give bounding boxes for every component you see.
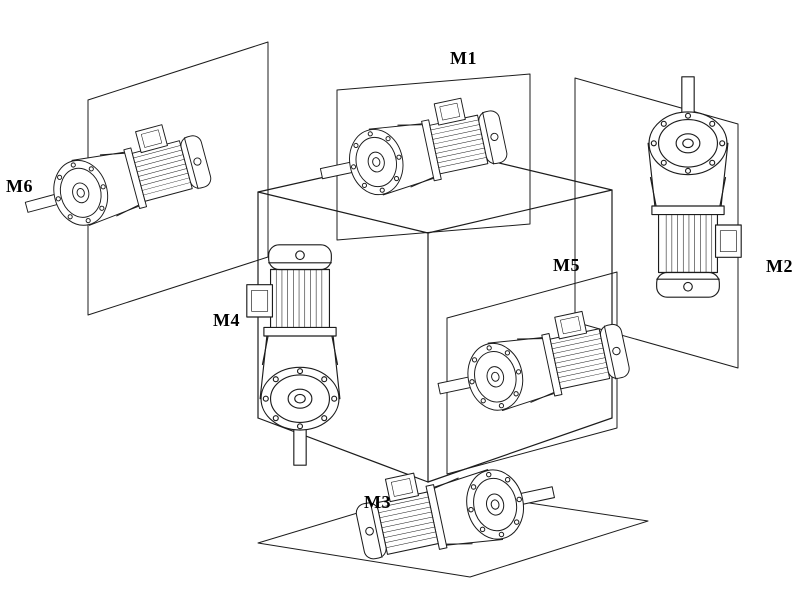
gearmotor-m6-illustration: [14, 115, 216, 241]
gearmotor-m5-illustration: [429, 303, 633, 423]
mounting-plane-m6: [87, 41, 269, 316]
label-m6: M6: [6, 176, 33, 196]
mounting-plane-m5: [446, 271, 618, 475]
label-m1: M1: [450, 48, 477, 68]
gearmotor-m1-illustration: [311, 90, 511, 208]
gearmotor-m2-illustration: [647, 76, 742, 298]
label-m3: M3: [364, 492, 391, 512]
cube-edge: [427, 417, 613, 483]
gearmotor-m4-illustration: [246, 244, 341, 466]
label-m4: M4: [213, 310, 240, 330]
mounting-plane-m1: [336, 73, 531, 241]
label-m2: M2: [766, 256, 793, 276]
label-m5: M5: [553, 255, 580, 275]
